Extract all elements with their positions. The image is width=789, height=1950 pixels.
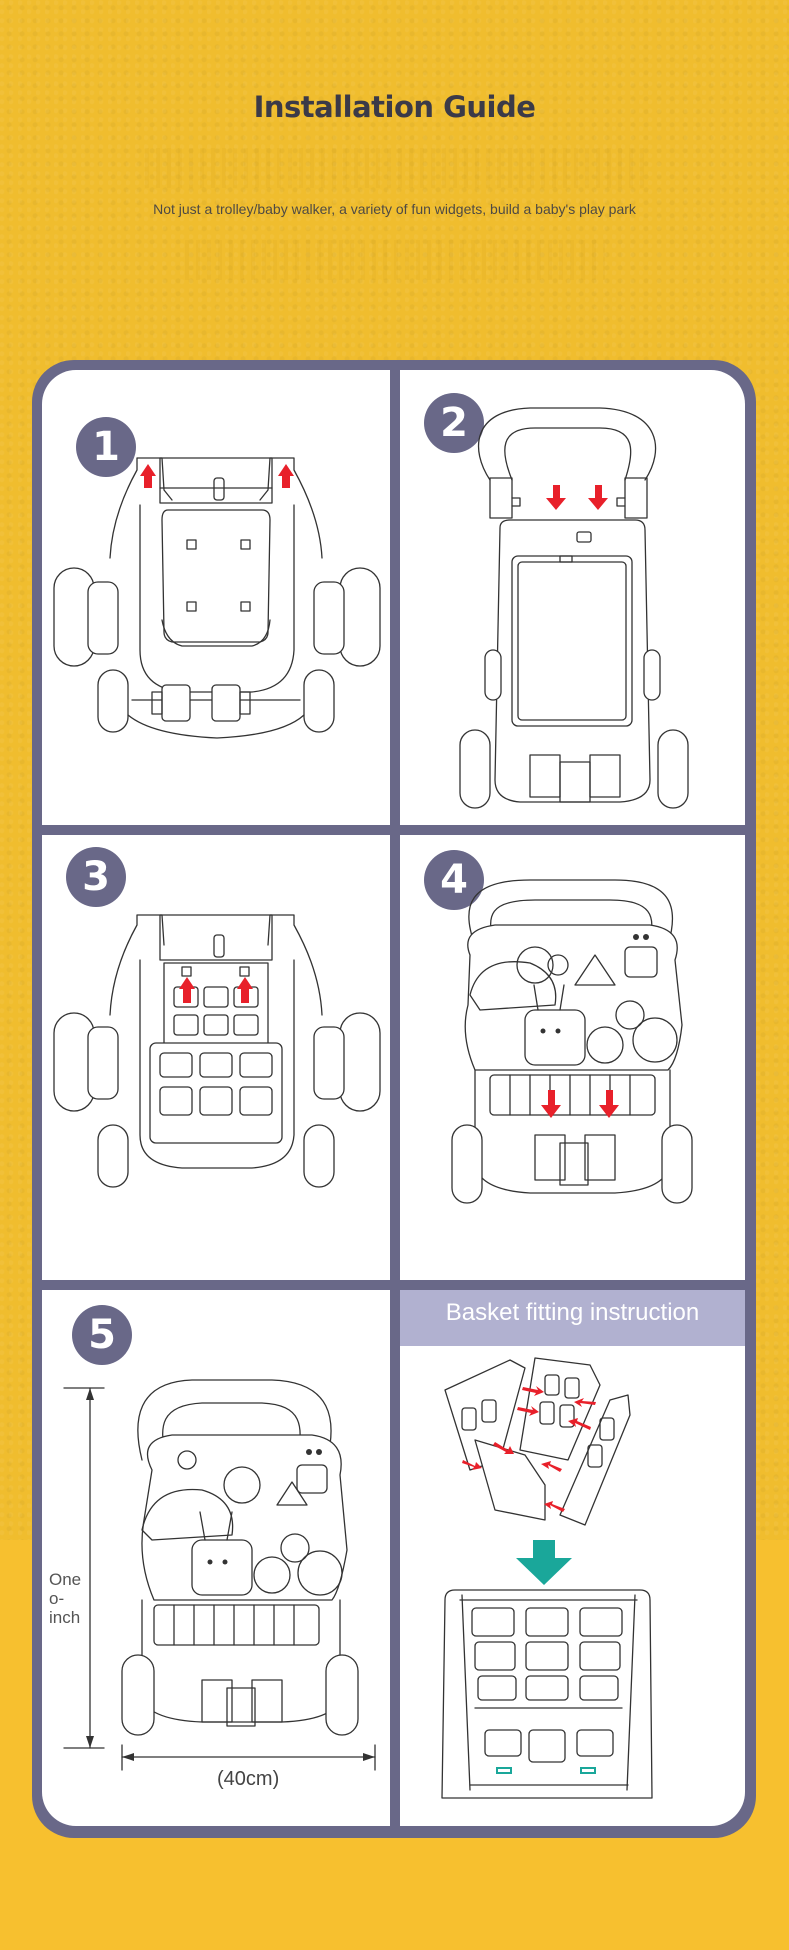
step-panel-4: 4 <box>400 835 745 1280</box>
step-number-badge: 5 <box>72 1305 132 1365</box>
step-number-badge: 3 <box>66 847 126 907</box>
inward-arrow-icon <box>544 1501 565 1512</box>
down-arrow-icon <box>516 1540 572 1585</box>
inward-arrow-icon <box>493 1442 514 1454</box>
step-number-badge: 2 <box>424 393 484 453</box>
basket-panel: Basket fitting instruction <box>400 1290 745 1826</box>
step-panel-5: 5 <box>42 1290 390 1826</box>
width-dimension-label: (40cm) <box>217 1768 280 1790</box>
inward-arrow-icon <box>541 1461 562 1472</box>
decorative-band <box>185 240 605 280</box>
activity-panel-illustration <box>451 879 693 1204</box>
inward-arrow-icon <box>568 1418 591 1430</box>
step-panel-2: 2 <box>400 370 745 825</box>
clip-marker-icon <box>580 1767 596 1774</box>
basket-fitting-illustration <box>441 1357 653 1799</box>
inward-arrow-icon <box>462 1460 482 1470</box>
height-label-line3: inch <box>49 1608 81 1627</box>
step-number-badge: 1 <box>76 417 136 477</box>
down-arrow-icon <box>546 485 566 510</box>
up-arrow-icon <box>237 977 253 1003</box>
inward-arrow-icon <box>522 1386 544 1396</box>
up-arrow-icon <box>278 464 294 488</box>
instruction-frame: 1 <box>32 360 756 1838</box>
step-number-badge: 4 <box>424 850 484 910</box>
clip-marker-icon <box>496 1767 512 1774</box>
basket-front-illustration <box>53 914 381 1188</box>
step-panel-1: 1 <box>42 370 390 825</box>
page-title: Installation Guide <box>253 90 536 124</box>
height-dimension-label: One o- inch <box>49 1570 82 1627</box>
handle-insert-illustration <box>459 407 689 809</box>
inward-arrow-icon <box>574 1398 596 1407</box>
inward-arrow-icon <box>517 1406 539 1416</box>
walker-base-illustration <box>53 457 381 739</box>
down-arrow-icon <box>541 1090 561 1118</box>
down-arrow-icon <box>599 1090 619 1118</box>
step-panel-3: 3 <box>42 835 390 1280</box>
height-label-line2: o- <box>49 1589 65 1608</box>
up-arrow-icon <box>140 464 156 488</box>
page-subtitle: Not just a trolley/baby walker, a variet… <box>153 201 636 217</box>
height-label-line1: One <box>49 1570 82 1589</box>
up-arrow-icon <box>179 977 195 1003</box>
basket-title-banner: Basket fitting instruction <box>400 1290 745 1346</box>
decorative-band <box>145 148 645 188</box>
down-arrow-icon <box>588 485 608 510</box>
assembled-walker-illustration <box>63 1379 376 1771</box>
